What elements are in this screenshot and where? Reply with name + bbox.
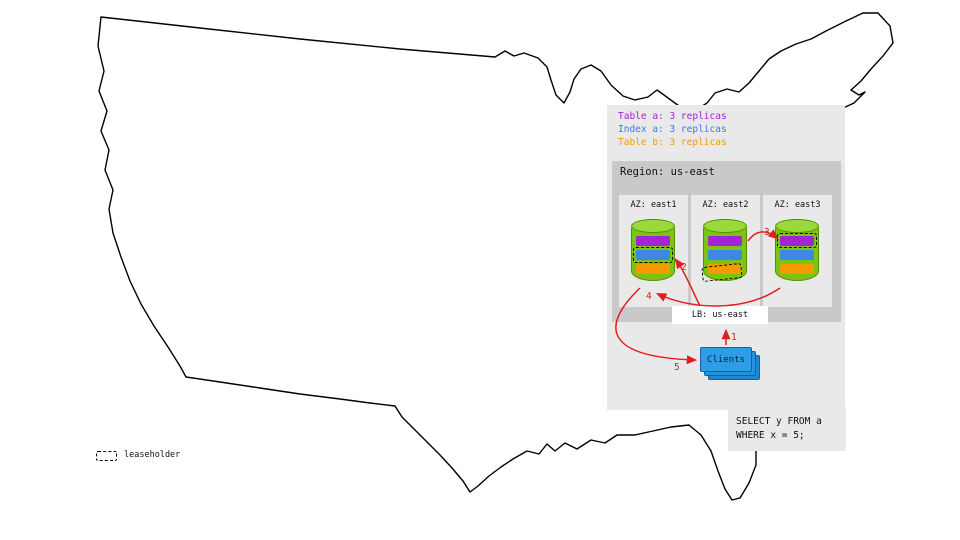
replica-table-b-east2 xyxy=(708,264,742,274)
replica-table-a-east2 xyxy=(708,236,742,246)
arrow-label-1: 1 xyxy=(731,332,737,343)
az-label-east3: AZ: east3 xyxy=(774,200,821,210)
sql-line-2: WHERE x = 5; xyxy=(736,430,805,441)
clients-stack: Clients xyxy=(700,347,762,381)
db-cylinder-top-east3 xyxy=(775,219,819,233)
az-label-east1: AZ: east1 xyxy=(630,200,677,210)
region-label: Region: us-east xyxy=(620,166,715,178)
db-cylinder-top-east2 xyxy=(703,219,747,233)
replica-table-a-east3 xyxy=(780,236,814,246)
leaseholder-outline-index-a-east1 xyxy=(633,247,673,263)
leaseholder-legend-label: leaseholder xyxy=(124,450,181,460)
leaseholder-outline-table-a-east3 xyxy=(777,233,817,248)
replica-index-a-east3 xyxy=(780,250,814,260)
replica-table-b-east1 xyxy=(636,264,670,274)
az-label-east2: AZ: east2 xyxy=(702,200,749,210)
az-box-east3: AZ: east3 xyxy=(763,195,832,307)
sql-query-box: SELECT y FROM a WHERE x = 5; xyxy=(728,407,846,451)
replica-index-a-east1 xyxy=(636,250,670,260)
replica-table-b-east3 xyxy=(780,264,814,274)
legend-table-b: Table b: 3 replicas xyxy=(618,137,727,148)
arrow-label-3: 3 xyxy=(764,227,770,238)
leaseholder-swatch-icon xyxy=(96,451,117,461)
replica-index-a-east2 xyxy=(708,250,742,260)
replica-table-a-east1 xyxy=(636,236,670,246)
arrow-label-5: 5 xyxy=(674,362,680,373)
legend-index-a: Index a: 3 replicas xyxy=(618,124,727,135)
db-cylinder-top-east1 xyxy=(631,219,675,233)
legend-table-a: Table a: 3 replicas xyxy=(618,111,727,122)
arrow-label-4: 4 xyxy=(646,291,652,302)
az-box-east2: AZ: east2 xyxy=(691,195,760,307)
sql-line-1: SELECT y FROM a xyxy=(736,416,822,427)
load-balancer: LB: us-east xyxy=(672,306,768,324)
arrow-label-2: 2 xyxy=(681,262,687,273)
clients-label: Clients xyxy=(700,347,752,372)
